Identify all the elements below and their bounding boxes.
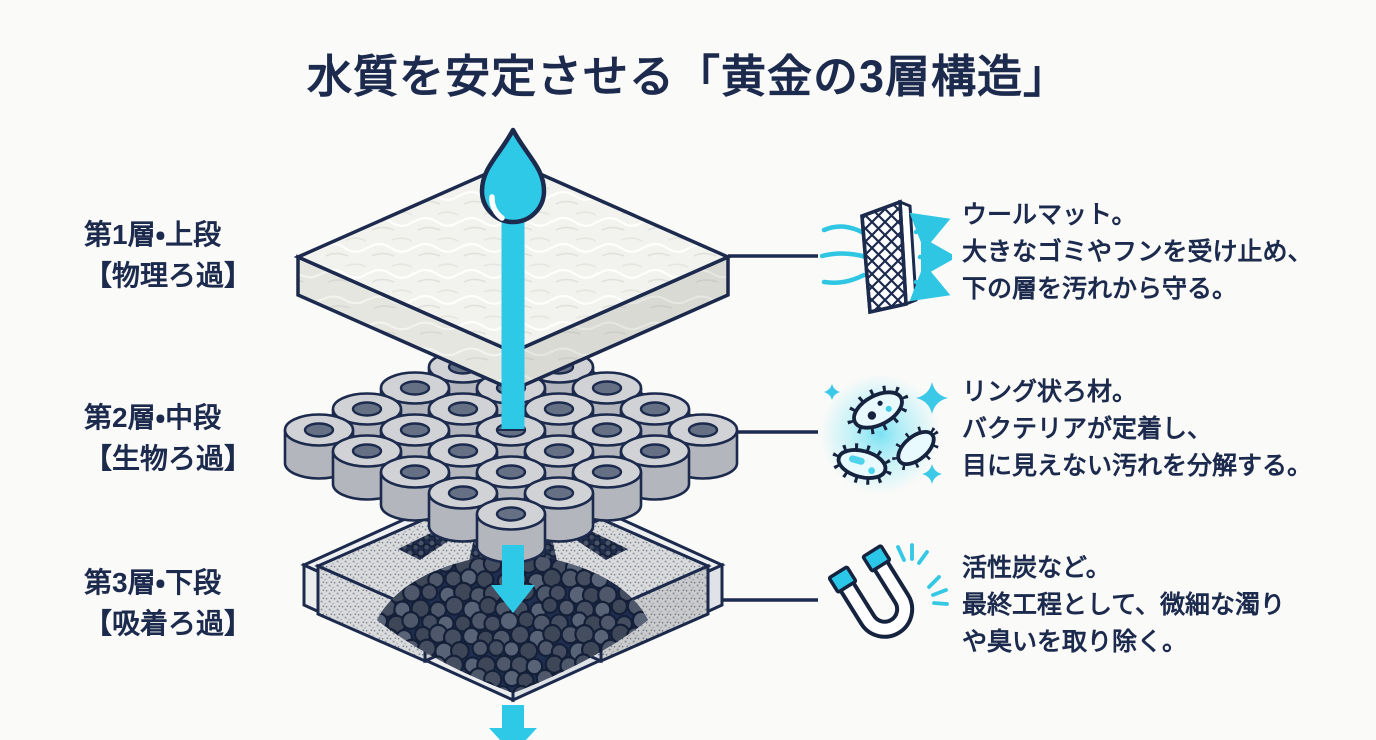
layer3-label-line2: 【吸着ろ過】 [84, 608, 253, 639]
layer2-desc-line3: 目に見えない汚れを分解する。 [962, 452, 1313, 480]
ring-hole-rim [495, 429, 527, 438]
wool-mat-mesh-icon [820, 196, 952, 314]
horseshoe-magnet [827, 544, 915, 639]
layer3-description: 活性炭など。 最終工程として、微細な濁り や臭いを取り除く。 [962, 550, 1285, 661]
layer1-desc-line3: 下の層を汚れから守る。 [962, 275, 1238, 303]
layer1-desc-line1: ウールマット。 [962, 201, 1137, 229]
water-drop-icon [479, 127, 547, 225]
connector-lines [722, 254, 818, 602]
layer2-desc-line2: バクテリアが定着し、 [962, 415, 1213, 443]
layer2-desc-line1: リング状ろ材。 [962, 378, 1138, 406]
layer2-label-line2: 【生物ろ過】 [84, 443, 253, 474]
layer1-label: 第1層・上段 【物理ろ過】 [84, 214, 252, 296]
bacterium-2 [831, 443, 893, 485]
outflow-arrows [909, 212, 952, 302]
layer1-description: ウールマット。 大きなゴミやフンを受け止め、 下の層を汚れから守る。 [962, 197, 1313, 308]
layer2-label-line1: 第2層・中段 [84, 402, 222, 433]
magnet-icon [822, 540, 952, 670]
bacteria-icon [816, 366, 952, 500]
outflow-arrow-icon [489, 705, 537, 740]
layer3-desc-line3: や臭いを取り除く。 [962, 628, 1188, 656]
layer3-desc-line2: 最終工程として、微細な濁り [962, 591, 1286, 619]
layer3-label: 第3層・下段 【吸着ろ過】 [84, 562, 252, 644]
layer1-desc-line2: 大きなゴミやフンを受け止め、 [962, 238, 1313, 266]
layer2-description: リング状ろ材。 バクテリアが定着し、 目に見えない汚れを分解する。 [962, 374, 1312, 485]
filter-ring [619, 434, 691, 501]
sparkle-icons [824, 382, 948, 484]
inflow-lines [820, 224, 869, 285]
flow-stream [501, 214, 525, 430]
magnet-spark-lines [896, 543, 949, 606]
layer3-desc-line1: 活性炭など。 [962, 554, 1111, 582]
down-flow-arrow-icon [491, 545, 535, 613]
page-title: 水質を安定させる「黄金の3層構造」 [306, 51, 1070, 102]
layer1-label-line1: 第1層・上段 [84, 219, 222, 250]
filter-ring [475, 497, 547, 564]
layer1-label-line2: 【物理ろ過】 [84, 260, 253, 291]
layer3-label-line1: 第3層・下段 [84, 567, 222, 598]
layer2-label: 第2層・中段 【生物ろ過】 [84, 397, 252, 479]
